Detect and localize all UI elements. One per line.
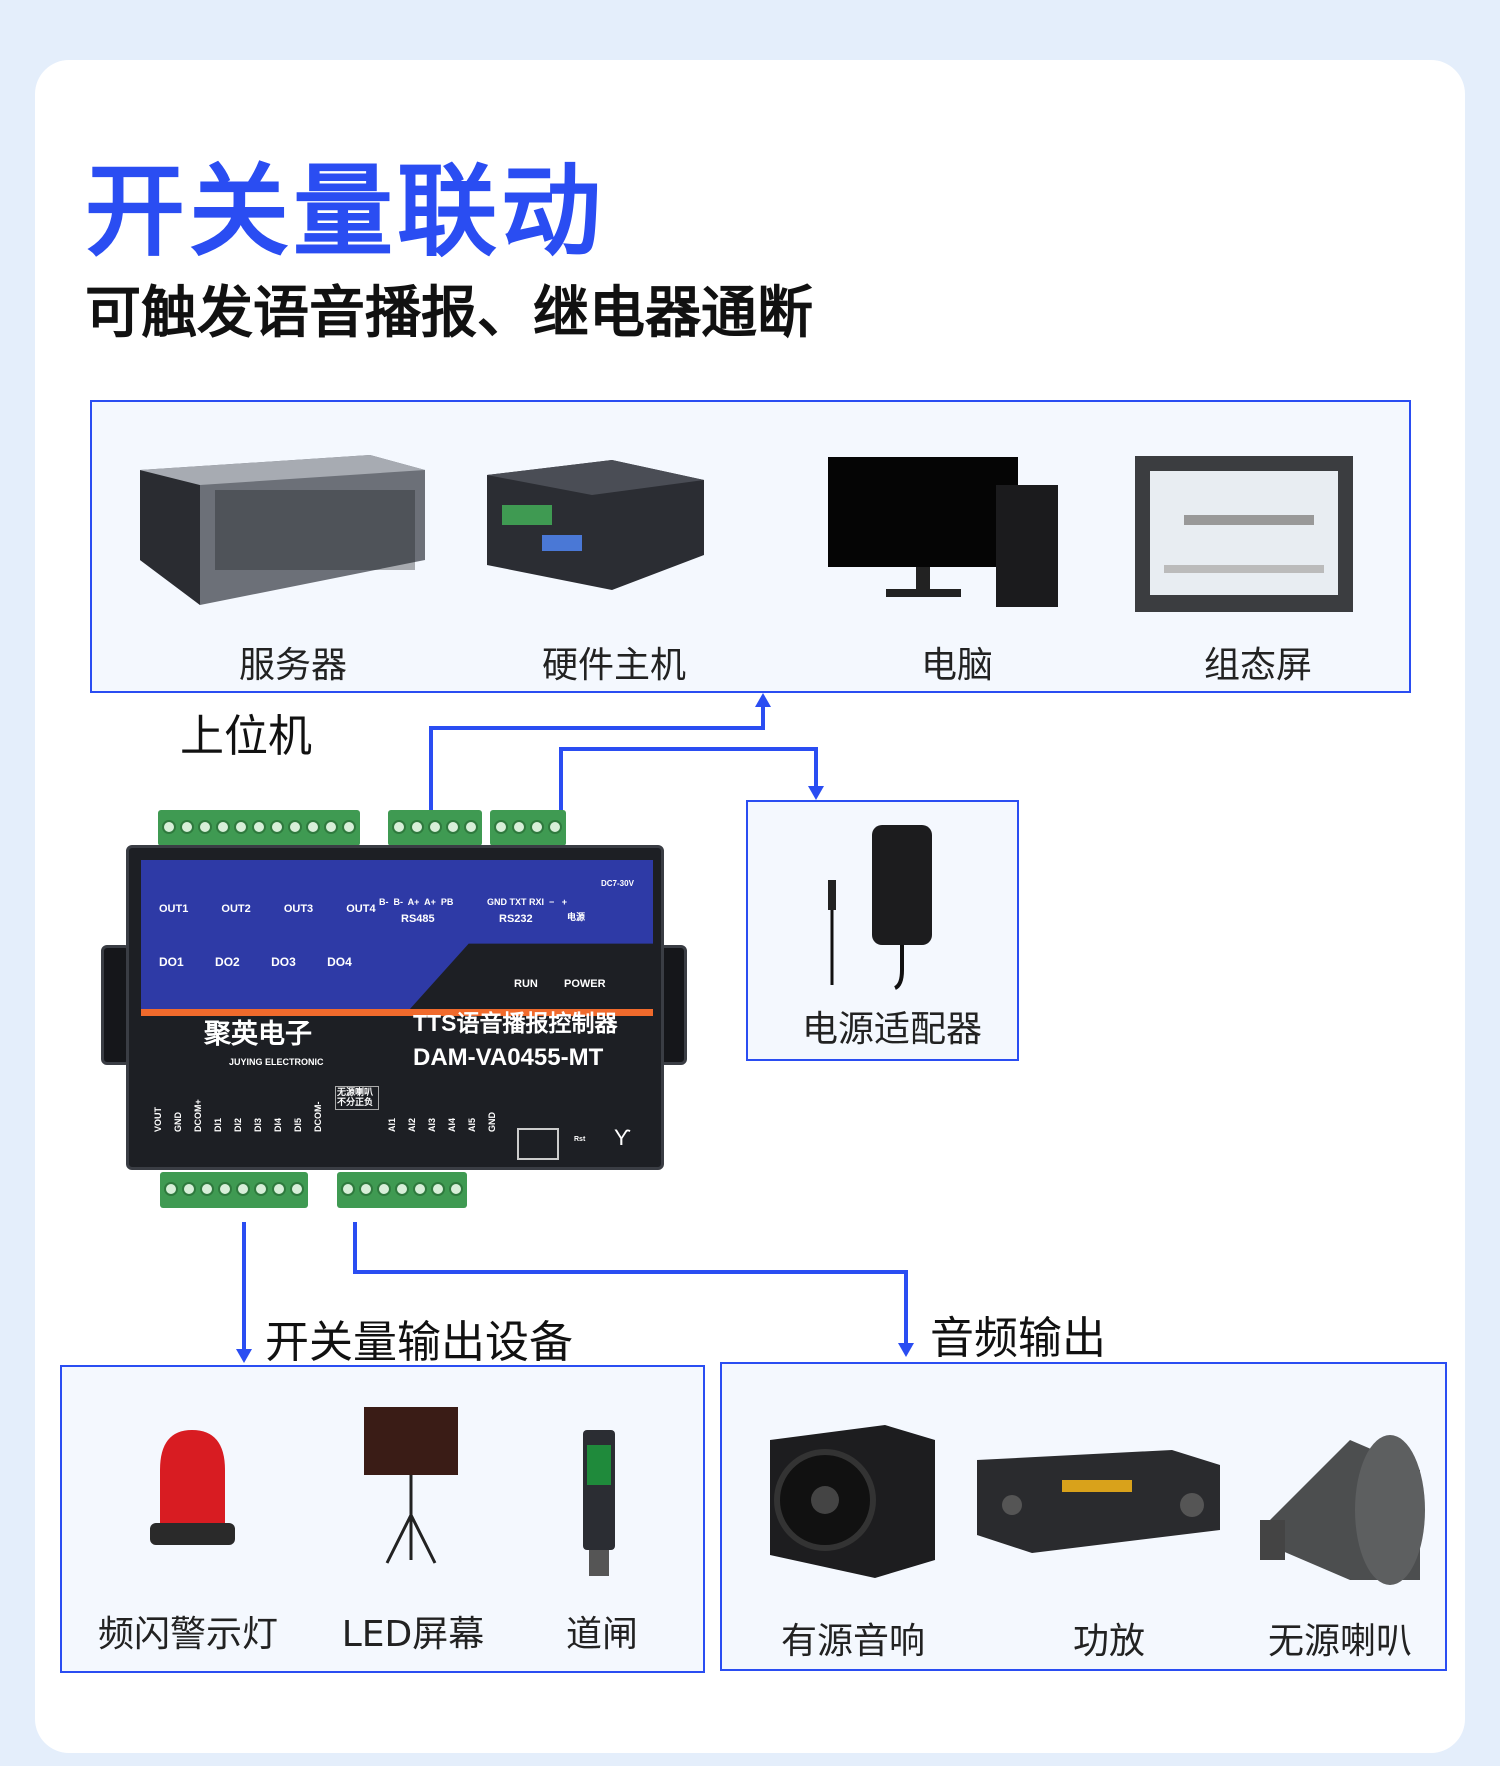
power-terminal-label: 电源 — [567, 912, 586, 922]
pin-label: DI3 — [253, 1117, 263, 1132]
connector-line — [761, 705, 765, 729]
ethernet-port — [517, 1128, 559, 1160]
arrow-down-icon — [808, 786, 824, 800]
host-label-hmi: 组态屏 — [1203, 645, 1313, 686]
connector-line — [904, 1270, 908, 1346]
connector-line — [814, 747, 818, 789]
pin-label: AI4 — [447, 1117, 457, 1132]
host-label-mini-pc: 硬件主机 — [541, 645, 687, 686]
run-led-label: RUN — [514, 978, 538, 990]
active-speaker-icon — [770, 1425, 935, 1578]
pin-label: GND — [173, 1112, 183, 1132]
barrier-gate-icon — [583, 1430, 615, 1576]
power-adapter-icon — [828, 825, 932, 990]
out-labels: OUT1 OUT2 OUT3 OUT4 — [159, 903, 376, 915]
host-group-label: 上位机 — [180, 711, 312, 762]
connector-line — [429, 728, 433, 811]
host-label-server: 服务器 — [238, 645, 348, 686]
led-screen-icon — [364, 1407, 458, 1564]
item-label-active-speaker: 有源音响 — [780, 1621, 926, 1662]
brand-english: JUYING ELECTRONIC — [229, 1057, 324, 1067]
terminal-block — [160, 1172, 308, 1208]
strobe-light-icon — [150, 1430, 235, 1545]
mini-pc-icon — [487, 460, 704, 590]
arrow-up-icon — [755, 693, 771, 707]
arrow-down-icon — [236, 1349, 252, 1363]
power-led-label: POWER — [564, 978, 606, 990]
antenna-icon: Ƴ — [614, 1125, 631, 1150]
connector-line — [353, 1270, 908, 1274]
amplifier-icon — [977, 1450, 1220, 1553]
reset-button[interactable]: Rst — [574, 1136, 586, 1143]
item-label-gate: 道闸 — [565, 1614, 639, 1655]
pin-label: VOUT — [153, 1106, 163, 1132]
item-label-strobe: 频闪警示灯 — [97, 1614, 279, 1655]
switch-output-heading: 开关量输出设备 — [265, 1317, 573, 1368]
tts-controller-device: OUT1 OUT2 OUT3 OUT4 DO1 DO2 DO3 DO4 B- B… — [126, 845, 664, 1170]
connector-line — [242, 1222, 246, 1352]
rs485-pins: B- B- A+ A+ PB — [379, 897, 454, 907]
horn-speaker-icon — [1260, 1435, 1425, 1585]
item-label-horn: 无源喇叭 — [1267, 1621, 1413, 1662]
host-label-computer: 电脑 — [920, 645, 994, 686]
connector-line — [559, 749, 563, 811]
pin-label: AI2 — [407, 1117, 417, 1132]
terminal-block — [337, 1172, 467, 1208]
power-adapter-label: 电源适配器 — [801, 1009, 983, 1050]
item-label-amplifier: 功放 — [1072, 1621, 1146, 1662]
pin-label: GND — [487, 1112, 497, 1132]
audio-output-heading: 音频输出 — [930, 1313, 1106, 1364]
page-subtitle: 可触发语音播报、继电器通断 — [85, 281, 813, 346]
item-label-led: LED屏幕 — [341, 1614, 485, 1655]
rs232-label: RS232 — [499, 913, 533, 925]
desktop-computer-icon — [828, 457, 1058, 607]
pin-label: DI4 — [273, 1117, 283, 1132]
terminal-block — [388, 810, 482, 846]
pin-label: DI5 — [293, 1117, 303, 1132]
rs485-label: RS485 — [401, 913, 435, 925]
arrow-down-icon — [898, 1343, 914, 1357]
pin-label: AI5 — [467, 1117, 477, 1132]
server-icon — [140, 455, 425, 605]
model-number: DAM-VA0455-MT — [413, 1044, 604, 1071]
do-labels: DO1 DO2 DO3 DO4 — [159, 955, 352, 969]
product-name: TTS语音播报控制器 — [413, 1010, 618, 1036]
page-title: 开关量联动 — [85, 153, 605, 270]
connector-line — [429, 726, 765, 730]
pin-label: DCOM+ — [193, 1099, 203, 1132]
terminal-block — [158, 810, 360, 846]
pin-label: DI2 — [233, 1117, 243, 1132]
speaker-note: 无源喇叭不分正负 — [335, 1086, 379, 1110]
rs232-pins: GND TXT RXI − + — [487, 897, 568, 907]
dc-voltage-label: DC7-30V — [601, 879, 634, 888]
connector-line — [559, 747, 818, 751]
pin-label: DI1 — [213, 1117, 223, 1132]
pin-label: AI1 — [387, 1117, 397, 1132]
pin-label: DCOM- — [313, 1101, 323, 1133]
connector-line — [353, 1222, 357, 1274]
terminal-block — [490, 810, 566, 846]
hmi-screen-icon — [1135, 456, 1353, 612]
brand-logo: 聚英电子 — [204, 1019, 312, 1049]
pin-label: AI3 — [427, 1117, 437, 1132]
